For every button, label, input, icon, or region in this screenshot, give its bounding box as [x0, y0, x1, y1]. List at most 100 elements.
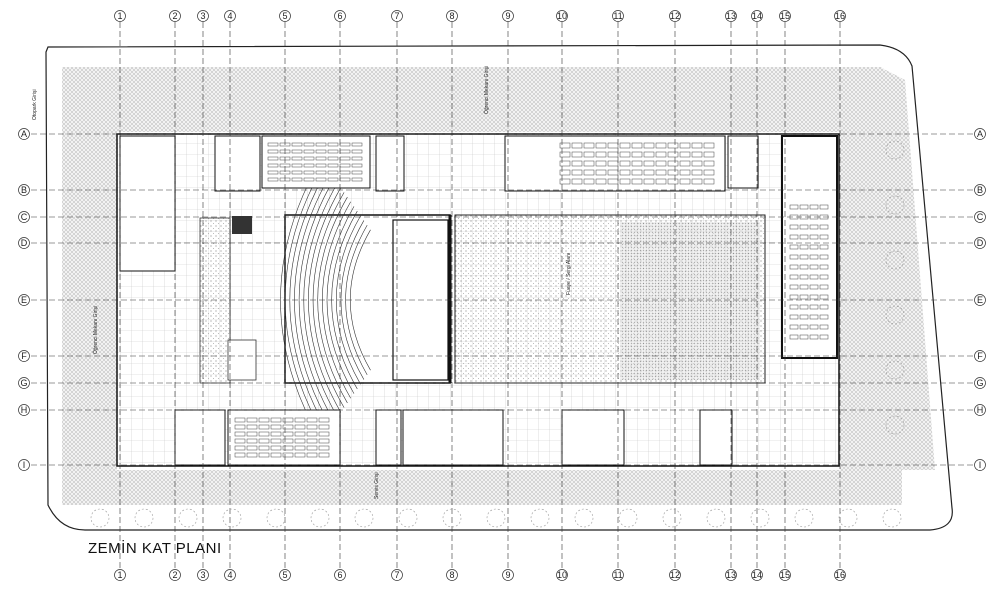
west-entry-label: Otopark Girişi — [32, 89, 38, 120]
seat-row — [317, 196, 348, 404]
grid-row-bubble — [18, 128, 30, 140]
table — [270, 445, 282, 451]
grid-row-bubble — [974, 128, 986, 140]
grid-row-bubble — [18, 184, 30, 196]
table — [799, 204, 809, 210]
table — [246, 424, 258, 430]
table — [291, 170, 303, 175]
tree — [354, 508, 374, 528]
table — [306, 438, 318, 444]
table — [291, 142, 303, 147]
table — [819, 264, 829, 270]
table — [819, 274, 829, 280]
tree — [222, 508, 242, 528]
grid-column-bubble — [779, 569, 791, 581]
table — [619, 142, 631, 149]
grid-column-label: 5 — [282, 570, 287, 580]
tree — [398, 508, 418, 528]
grid-column-label: 4 — [227, 11, 232, 21]
table — [667, 151, 679, 158]
table — [789, 284, 799, 290]
grid-row-label: C — [21, 212, 28, 222]
table — [234, 438, 246, 444]
table — [799, 274, 809, 280]
table — [655, 169, 667, 176]
table — [631, 151, 643, 158]
table — [819, 284, 829, 290]
table — [339, 163, 351, 168]
table — [655, 160, 667, 167]
table — [258, 452, 270, 458]
grid-row-bubble — [974, 377, 986, 389]
tree — [882, 508, 902, 528]
grid-column-label: 7 — [394, 11, 399, 21]
grid-column-label: 16 — [835, 570, 845, 580]
table — [679, 151, 691, 158]
table — [799, 294, 809, 300]
table — [258, 438, 270, 444]
tree — [574, 508, 594, 528]
table — [291, 149, 303, 154]
grid-row-label: G — [976, 378, 983, 388]
table — [282, 445, 294, 451]
grid-column-bubble — [834, 569, 846, 581]
table — [667, 169, 679, 176]
table — [819, 304, 829, 310]
grid-column-label: 7 — [394, 570, 399, 580]
grid-column-bubble — [669, 569, 681, 581]
table — [583, 169, 595, 176]
grid-column-label: 6 — [337, 570, 342, 580]
grid-columns — [119, 22, 841, 568]
table — [789, 244, 799, 250]
grid-column-label: 15 — [780, 570, 790, 580]
grid-column-label: 1 — [117, 570, 122, 580]
tree — [178, 508, 198, 528]
table — [667, 178, 679, 185]
grid-row-label: A — [977, 129, 983, 139]
table — [789, 314, 799, 320]
table — [789, 204, 799, 210]
tree — [266, 508, 286, 528]
tree — [838, 508, 858, 528]
grid-column-bubble — [334, 569, 346, 581]
table — [819, 324, 829, 330]
table — [267, 156, 279, 161]
table — [318, 438, 330, 444]
table — [667, 142, 679, 149]
tree — [750, 508, 770, 528]
grid-column-label: 13 — [726, 11, 736, 21]
grid-column-bubble — [669, 10, 681, 22]
table — [809, 244, 819, 250]
tree — [442, 508, 462, 528]
grid-row-label: H — [977, 405, 984, 415]
grid-labels: 1122334455667788991010111112121313141415… — [18, 10, 986, 581]
table — [282, 424, 294, 430]
south-entry-label: Servis Girişi — [374, 472, 380, 499]
tree — [885, 140, 905, 160]
table — [351, 177, 363, 182]
table — [246, 452, 258, 458]
table — [619, 151, 631, 158]
tree — [310, 508, 330, 528]
table — [789, 224, 799, 230]
table — [607, 151, 619, 158]
table — [303, 163, 315, 168]
tree — [90, 508, 110, 528]
table — [679, 160, 691, 167]
stair-west — [227, 339, 257, 381]
table — [315, 142, 327, 147]
table — [789, 264, 799, 270]
table — [351, 156, 363, 161]
grid-rows — [22, 133, 978, 466]
seat-row — [326, 206, 355, 394]
table — [679, 142, 691, 149]
table — [246, 417, 258, 423]
seat-row — [298, 178, 335, 422]
table — [809, 324, 819, 330]
table — [703, 160, 715, 167]
table — [703, 178, 715, 185]
table — [270, 452, 282, 458]
grid-column-label: 5 — [282, 11, 287, 21]
grid-row-bubble — [18, 404, 30, 416]
table — [267, 163, 279, 168]
